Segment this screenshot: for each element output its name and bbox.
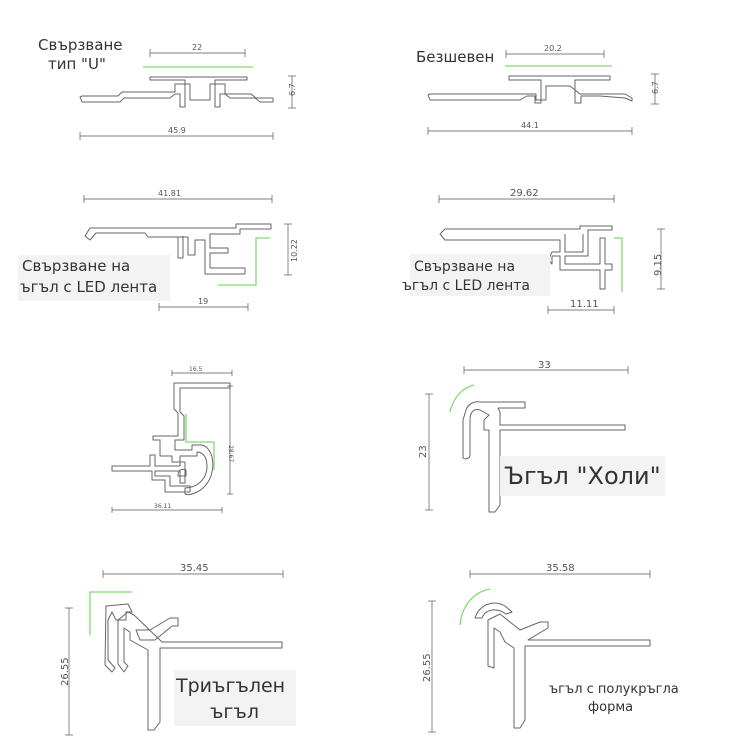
corner-led-right-dim-side: 9.15 bbox=[653, 254, 664, 276]
corner-led-right-led-line bbox=[614, 237, 623, 292]
triangle-corner-label-line2: ъгъл bbox=[210, 701, 259, 723]
semicircle-corner-label-line2: форма bbox=[588, 700, 633, 715]
corner-led-left-profile bbox=[84, 223, 272, 275]
semicircle-corner-dim-top: 35.58 bbox=[546, 563, 575, 574]
semicircle-corner-label-line1: ъгъл с полукръгла bbox=[549, 682, 679, 697]
holi-corner-led-arc bbox=[449, 384, 475, 413]
small-profile-dim-side: 28.67 bbox=[227, 445, 234, 462]
corner-led-left-dim-side: 10.22 bbox=[290, 239, 299, 262]
u-joint-dim-top: 22 bbox=[192, 43, 202, 52]
u-joint-label-line1: Свързване bbox=[38, 36, 122, 54]
small-profile-profile bbox=[111, 382, 231, 495]
panel-small-profile: 16.5 28.67 36.11 bbox=[111, 366, 234, 513]
triangle-corner-label-line1: Триъгълен bbox=[175, 675, 285, 697]
panel-corner-led-left: 41.81 10.22 Свързване на ъгъл с LED лент… bbox=[18, 189, 299, 311]
panel-u-joint: Свързване тип "U" 22 6.7 45.9 bbox=[38, 36, 297, 140]
holi-corner-dim-top: 33 bbox=[538, 360, 551, 371]
seamless-label: Безшевен bbox=[416, 48, 494, 66]
semicircle-corner-dim-side: 26.55 bbox=[422, 653, 433, 682]
seamless-dim-top: 20.2 bbox=[544, 44, 562, 53]
corner-led-right-dim-top: 29.62 bbox=[510, 188, 539, 199]
holi-corner-label: Ъгъл "Холи" bbox=[504, 462, 661, 490]
u-joint-dim-bottom: 45.9 bbox=[168, 126, 186, 135]
semicircle-corner-led-arc bbox=[459, 588, 491, 626]
seamless-dim-bottom: 44.1 bbox=[521, 121, 539, 130]
small-profile-dim-top: 16.5 bbox=[189, 366, 203, 373]
seamless-dim-side: 6.7 bbox=[651, 81, 660, 94]
corner-led-right-dim-bottom: 11.11 bbox=[570, 299, 599, 310]
triangle-corner-profile bbox=[104, 603, 133, 673]
panel-triangle-corner: 35.45 26.55 Триъгълен ъгъл bbox=[60, 563, 296, 736]
panel-corner-led-right: 29.62 9.15 Свързване на ъгъл с LED лента… bbox=[402, 188, 665, 314]
corner-led-left-dim-bottom: 19 bbox=[198, 297, 208, 306]
u-joint-label-line2: тип "U" bbox=[48, 55, 106, 73]
panel-semicircle-corner: 35.58 26.55 ъгъл с полукръгла форма bbox=[422, 563, 679, 733]
holi-corner-profile bbox=[462, 401, 626, 513]
triangle-corner-dim-side: 26.55 bbox=[60, 657, 71, 686]
triangle-corner-led-line bbox=[89, 591, 132, 635]
panel-holi-corner: 33 23 Ъгъл "Холи" bbox=[418, 360, 665, 513]
corner-led-left-label-line2: ъгъл с LED лента bbox=[20, 278, 157, 296]
small-profile-dim-bottom: 36.11 bbox=[154, 503, 171, 510]
holi-corner-dim-side: 23 bbox=[418, 445, 429, 458]
semicircle-corner-profile bbox=[474, 602, 513, 619]
u-joint-profile bbox=[79, 76, 274, 108]
corner-led-right-label-line2: ъгъл с LED лента bbox=[402, 278, 530, 294]
corner-led-left-dim-top: 41.81 bbox=[158, 189, 181, 198]
small-profile-led-line bbox=[185, 414, 215, 470]
corner-led-left-led-line bbox=[218, 237, 270, 286]
u-joint-dim-side: 6.7 bbox=[288, 83, 297, 96]
corner-led-right-label-line1: Свързване на bbox=[414, 259, 515, 275]
corner-led-left-label-line1: Свързване на bbox=[22, 257, 130, 275]
seamless-profile bbox=[427, 75, 633, 104]
triangle-corner-dim-top: 35.45 bbox=[180, 563, 209, 574]
panel-seamless: Безшевен 20.2 6.7 44.1 bbox=[416, 44, 660, 135]
